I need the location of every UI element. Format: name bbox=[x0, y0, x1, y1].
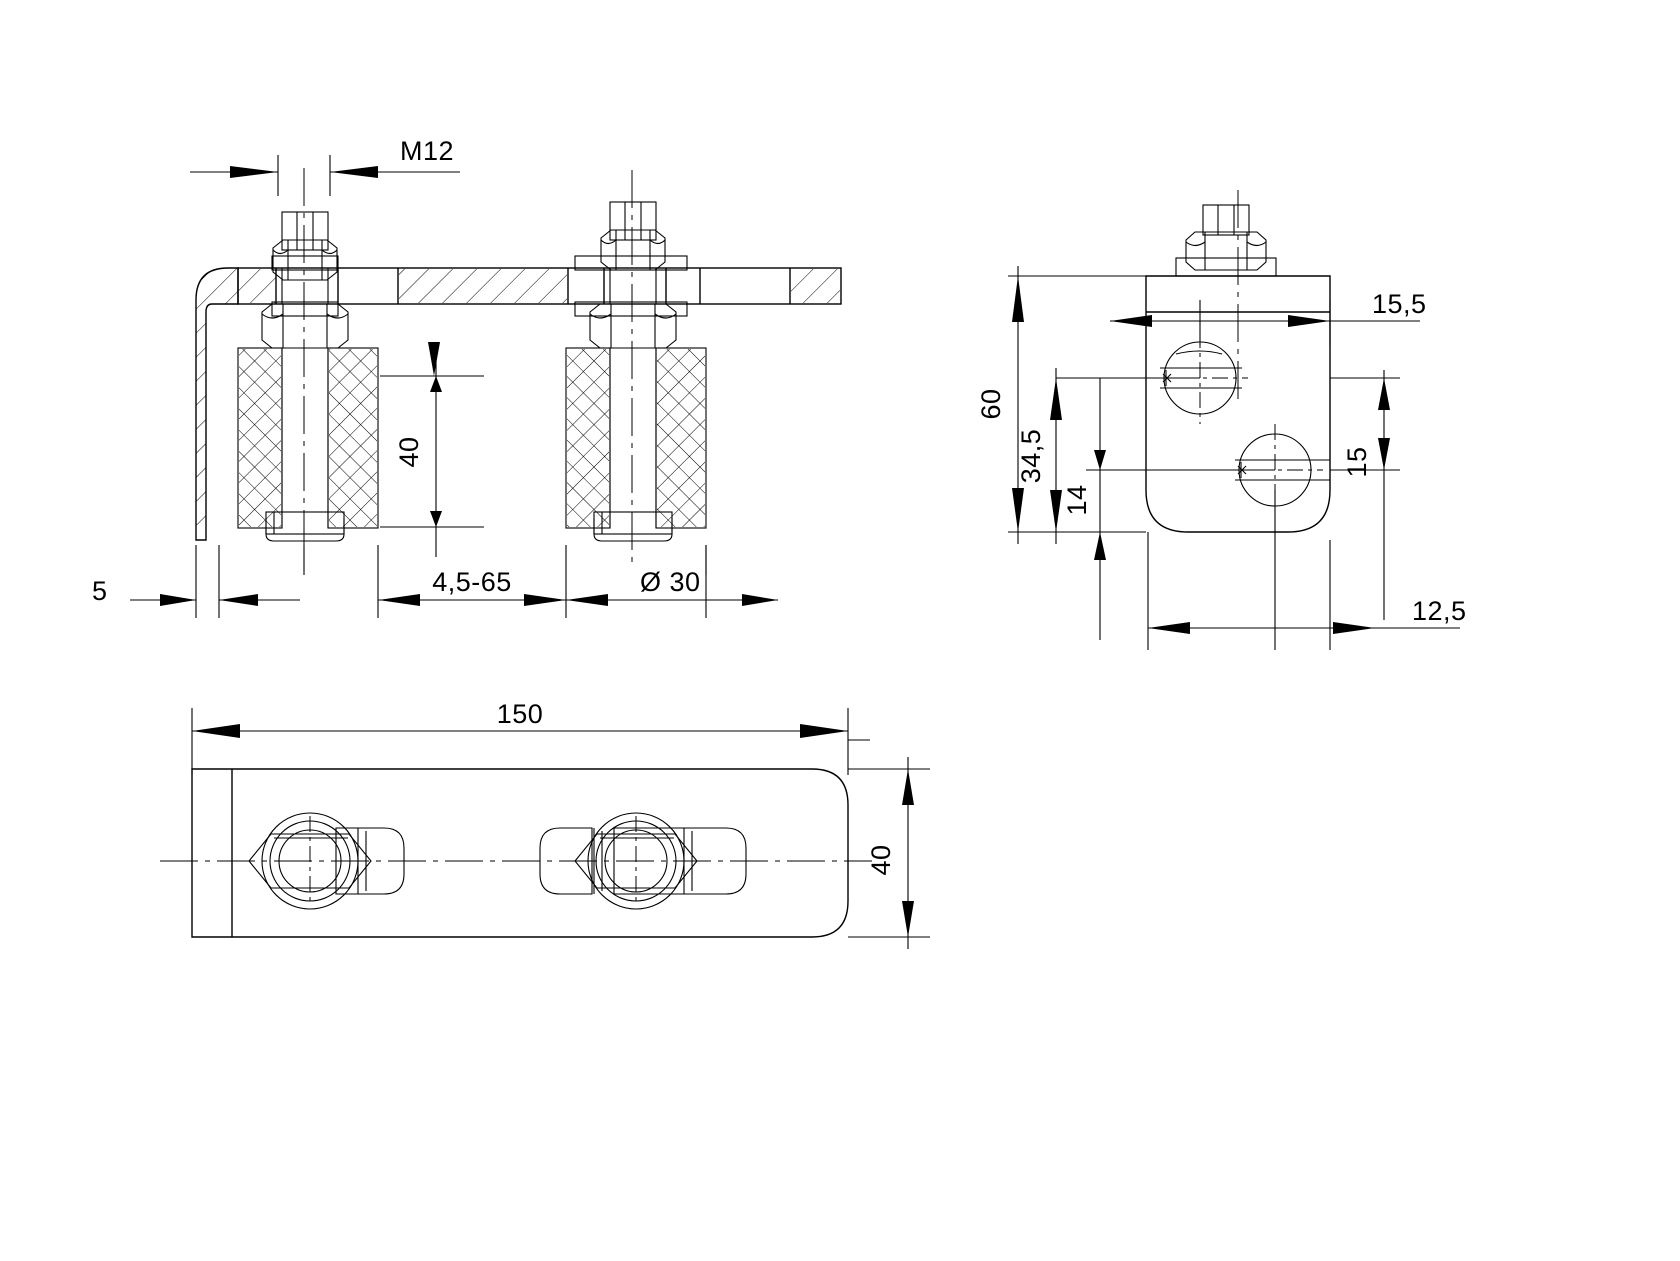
dim-label-60: 60 bbox=[976, 388, 1006, 419]
side-body-outline bbox=[1145, 275, 1331, 533]
dim-label-34-5: 34,5 bbox=[1016, 429, 1046, 484]
dim-label-m12: M12 bbox=[400, 136, 454, 166]
top-bolt-1 bbox=[248, 812, 405, 910]
dimension-40-isolator: 40 bbox=[380, 346, 484, 557]
dimension-14: 14 bbox=[1062, 378, 1106, 640]
dim-label-15: 15 bbox=[1342, 446, 1372, 477]
l-bracket-section bbox=[195, 267, 239, 541]
side-view: 60 34,5 14 15,5 bbox=[976, 190, 1467, 650]
dim-label-40-isolator: 40 bbox=[394, 436, 424, 467]
dimension-15-5: 15,5 bbox=[1110, 289, 1427, 345]
dimension-m12: M12 bbox=[190, 136, 460, 196]
top-view: 150 40 bbox=[160, 699, 930, 949]
dim-label-15-5: 15,5 bbox=[1372, 289, 1427, 319]
dim-label-5: 5 bbox=[92, 576, 108, 606]
dimension-12-5: 12,5 bbox=[1148, 490, 1467, 650]
top-plate-outline bbox=[191, 768, 849, 938]
dim-label-40-width: 40 bbox=[866, 844, 896, 875]
dim-label-150: 150 bbox=[497, 699, 544, 729]
dim-label-4-5-65: 4,5-65 bbox=[432, 567, 512, 597]
dimension-34-5: 34,5 bbox=[1016, 368, 1062, 544]
dimension-40-width: 40 bbox=[848, 757, 930, 949]
top-bolt-2 bbox=[539, 812, 747, 910]
dim-label-diameter-30: Ø 30 bbox=[640, 567, 701, 597]
bolt-assembly-2 bbox=[565, 201, 707, 542]
bolt-assembly-1 bbox=[237, 211, 379, 542]
dimension-150: 150 bbox=[191, 699, 849, 775]
dimension-4-5-65: 4,5-65 bbox=[378, 567, 566, 606]
dimension-15: 15 bbox=[1330, 370, 1400, 620]
dimension-5: 5 bbox=[92, 576, 300, 606]
top-plate bbox=[237, 267, 842, 305]
dimension-60: 60 bbox=[976, 266, 1024, 544]
dim-label-12-5: 12,5 bbox=[1412, 596, 1467, 626]
dim-label-14: 14 bbox=[1062, 484, 1092, 515]
dimension-diameter-30: Ø 30 bbox=[566, 567, 778, 606]
front-section-view: M12 bbox=[92, 136, 842, 618]
